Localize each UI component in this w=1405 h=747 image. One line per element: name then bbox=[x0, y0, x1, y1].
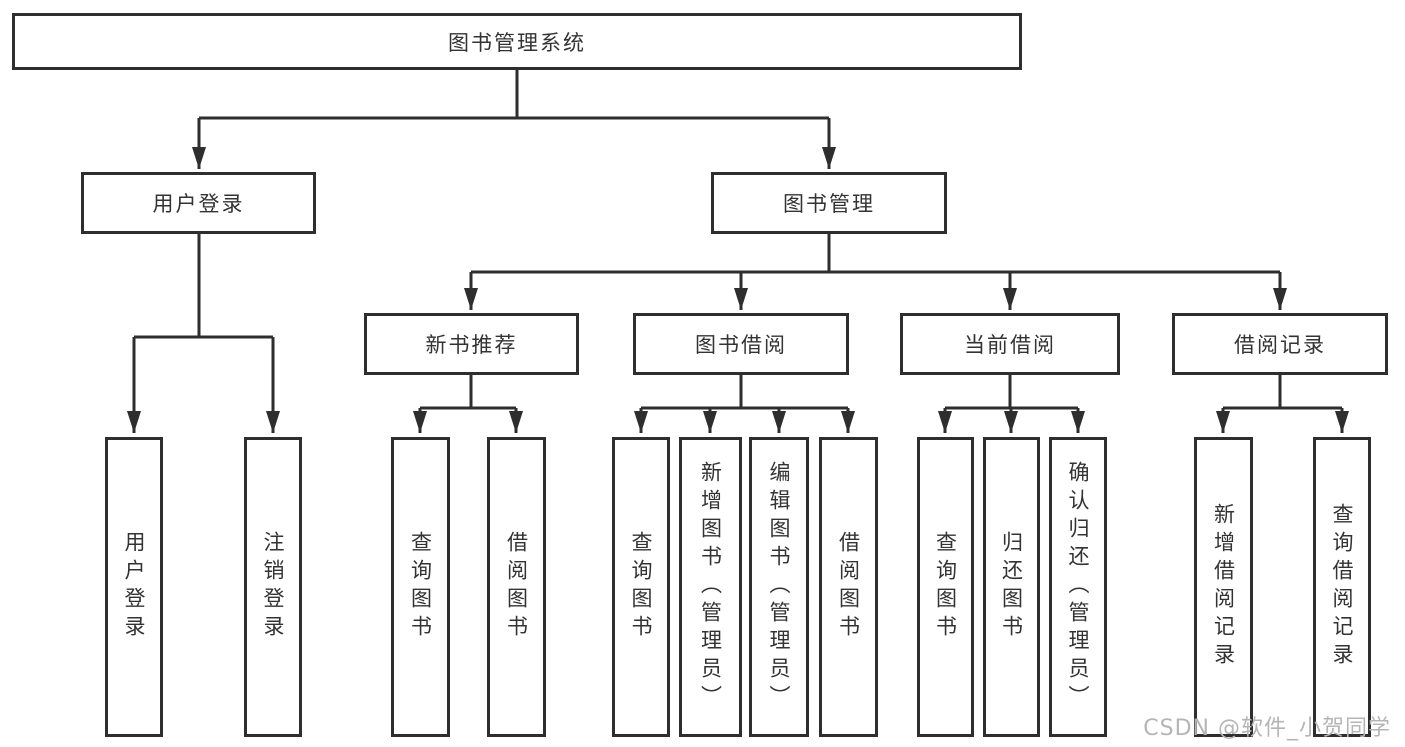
node-label: 用户登录 bbox=[152, 192, 245, 216]
node-label: 查询图书 bbox=[408, 531, 433, 643]
node-search-borrow-record: 查询借阅记录 bbox=[1313, 437, 1371, 737]
node-label: 当前借阅 bbox=[964, 333, 1056, 357]
node-borrowing-records: 借阅记录 bbox=[1172, 313, 1388, 375]
node-borrow-books-recommend: 借阅图书 bbox=[487, 437, 546, 737]
node-borrow-books-borrowing: 借阅图书 bbox=[819, 437, 878, 737]
node-label: 图书借阅 bbox=[695, 333, 787, 357]
node-label: 借阅图书 bbox=[836, 531, 861, 643]
node-label: 归还图书 bbox=[999, 531, 1024, 643]
node-search-books-recommend: 查询图书 bbox=[391, 437, 450, 737]
node-user-login-leaf: 用户登录 bbox=[105, 437, 163, 737]
node-confirm-return-admin: 确认归还（管理员） bbox=[1049, 437, 1107, 737]
node-label: 借阅记录 bbox=[1234, 333, 1326, 357]
branch-lines bbox=[134, 70, 1342, 410]
node-search-books-current: 查询图书 bbox=[917, 437, 974, 737]
node-add-books-admin: 新增图书（管理员） bbox=[679, 437, 742, 737]
node-label: 图书管理 bbox=[783, 192, 875, 216]
node-label: 借阅图书 bbox=[504, 531, 529, 643]
node-edit-books-admin: 编辑图书（管理员） bbox=[749, 437, 809, 737]
node-label: 新增借阅记录 bbox=[1211, 503, 1236, 671]
node-label: 查询图书 bbox=[933, 531, 958, 643]
node-book-borrowing: 图书借阅 bbox=[633, 313, 849, 375]
node-label: 新增图书（管理员） bbox=[698, 461, 723, 713]
node-new-book-recommendation: 新书推荐 bbox=[364, 313, 579, 375]
arrow-drop-lines bbox=[127, 118, 1349, 433]
node-current-borrowing: 当前借阅 bbox=[900, 313, 1120, 375]
node-search-books-borrowing: 查询图书 bbox=[612, 437, 670, 737]
watermark: CSDN @软件_小贺同学 bbox=[1143, 716, 1391, 741]
node-add-borrow-record: 新增借阅记录 bbox=[1194, 437, 1253, 737]
node-book-management: 图书管理 bbox=[711, 172, 947, 234]
node-return-books: 归还图书 bbox=[983, 437, 1040, 737]
node-user-login: 用户登录 bbox=[81, 172, 316, 234]
node-label: 查询图书 bbox=[629, 531, 653, 643]
node-label: 编辑图书（管理员） bbox=[767, 461, 791, 713]
node-label: 确认归还（管理员） bbox=[1066, 461, 1090, 713]
node-logout: 注销登录 bbox=[244, 437, 302, 737]
node-label: 查询借阅记录 bbox=[1330, 503, 1354, 671]
node-label: 新书推荐 bbox=[425, 333, 518, 357]
node-label: 注销登录 bbox=[261, 531, 285, 643]
node-label: 用户登录 bbox=[122, 531, 146, 643]
node-label: 图书管理系统 bbox=[448, 30, 586, 55]
node-library-management-system: 图书管理系统 bbox=[12, 13, 1022, 70]
